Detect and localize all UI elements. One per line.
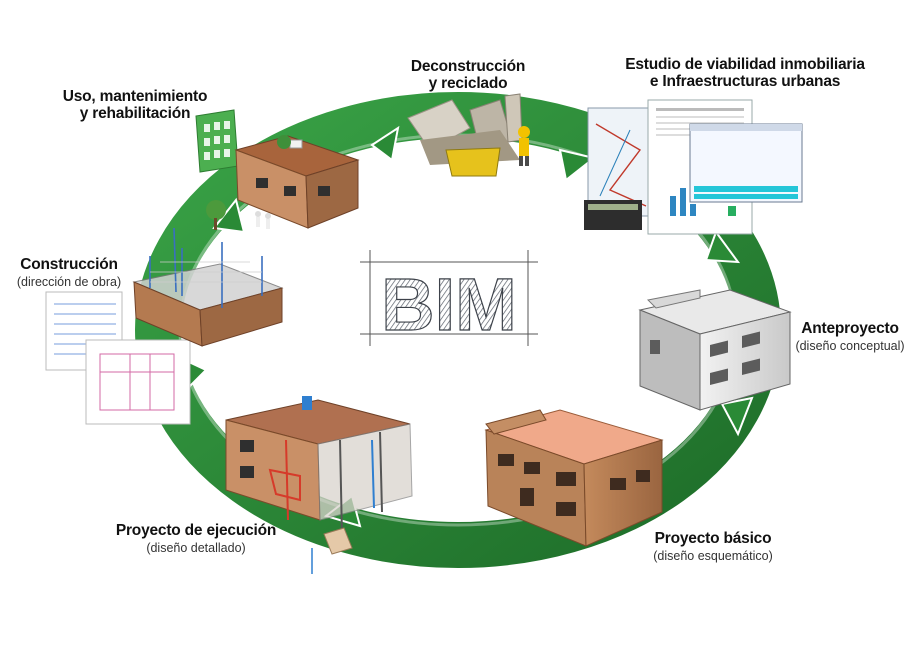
label-anteproyecto: Anteproyecto (diseño conceptual) — [786, 320, 914, 353]
label-subtitle: (diseño esquemático) — [653, 549, 773, 564]
label-viabilidad: Estudio de viabilidad inmobiliaria e Inf… — [600, 56, 890, 91]
label-proyecto-ejecucion: Proyecto de ejecución (diseño detallado) — [96, 522, 296, 555]
viability-illustration — [584, 99, 803, 235]
uso-illustration — [195, 109, 360, 230]
label-uso: Uso, mantenimiento y rehabilitación — [50, 88, 220, 123]
label-title-line2: e Infraestructuras urbanas — [649, 73, 841, 91]
proyecto-basico-house — [484, 409, 664, 547]
arrow-head-3 — [704, 229, 741, 264]
label-proyecto-basico: Proyecto básico (diseño esquemático) — [628, 530, 798, 563]
arrow-head-2 — [558, 148, 597, 182]
label-title: Proyecto básico — [654, 530, 772, 547]
label-title: Anteproyecto — [801, 320, 899, 337]
bim-logo: BIM — [360, 250, 538, 347]
label-subtitle: (diseño conceptual) — [795, 339, 905, 354]
label-construccion: Construcción (dirección de obra) — [4, 256, 134, 289]
label-title: Deconstrucción — [410, 58, 526, 75]
label-subtitle: (diseño detallado) — [146, 541, 246, 556]
label-title: Uso, mantenimiento — [62, 88, 208, 105]
deconstruction-illustration — [407, 93, 530, 177]
bim-title: BIM — [381, 263, 517, 346]
label-title: Estudio de viabilidad inmobiliaria — [625, 56, 865, 73]
arrow-head-1 — [370, 125, 400, 162]
label-title: Construcción — [20, 256, 118, 273]
construccion-illustration — [45, 227, 284, 425]
label-title: Proyecto de ejecución — [115, 522, 277, 539]
label-deconstruccion: Deconstrucción y reciclado — [388, 58, 548, 93]
label-subtitle: (dirección de obra) — [16, 275, 122, 290]
anteproyecto-house — [638, 289, 792, 411]
arrow-head-4 — [720, 396, 754, 437]
label-title-line2: y reciclado — [428, 75, 508, 93]
proyecto-ejecucion-house — [225, 396, 413, 574]
label-title-line2: y rehabilitación — [79, 105, 191, 123]
